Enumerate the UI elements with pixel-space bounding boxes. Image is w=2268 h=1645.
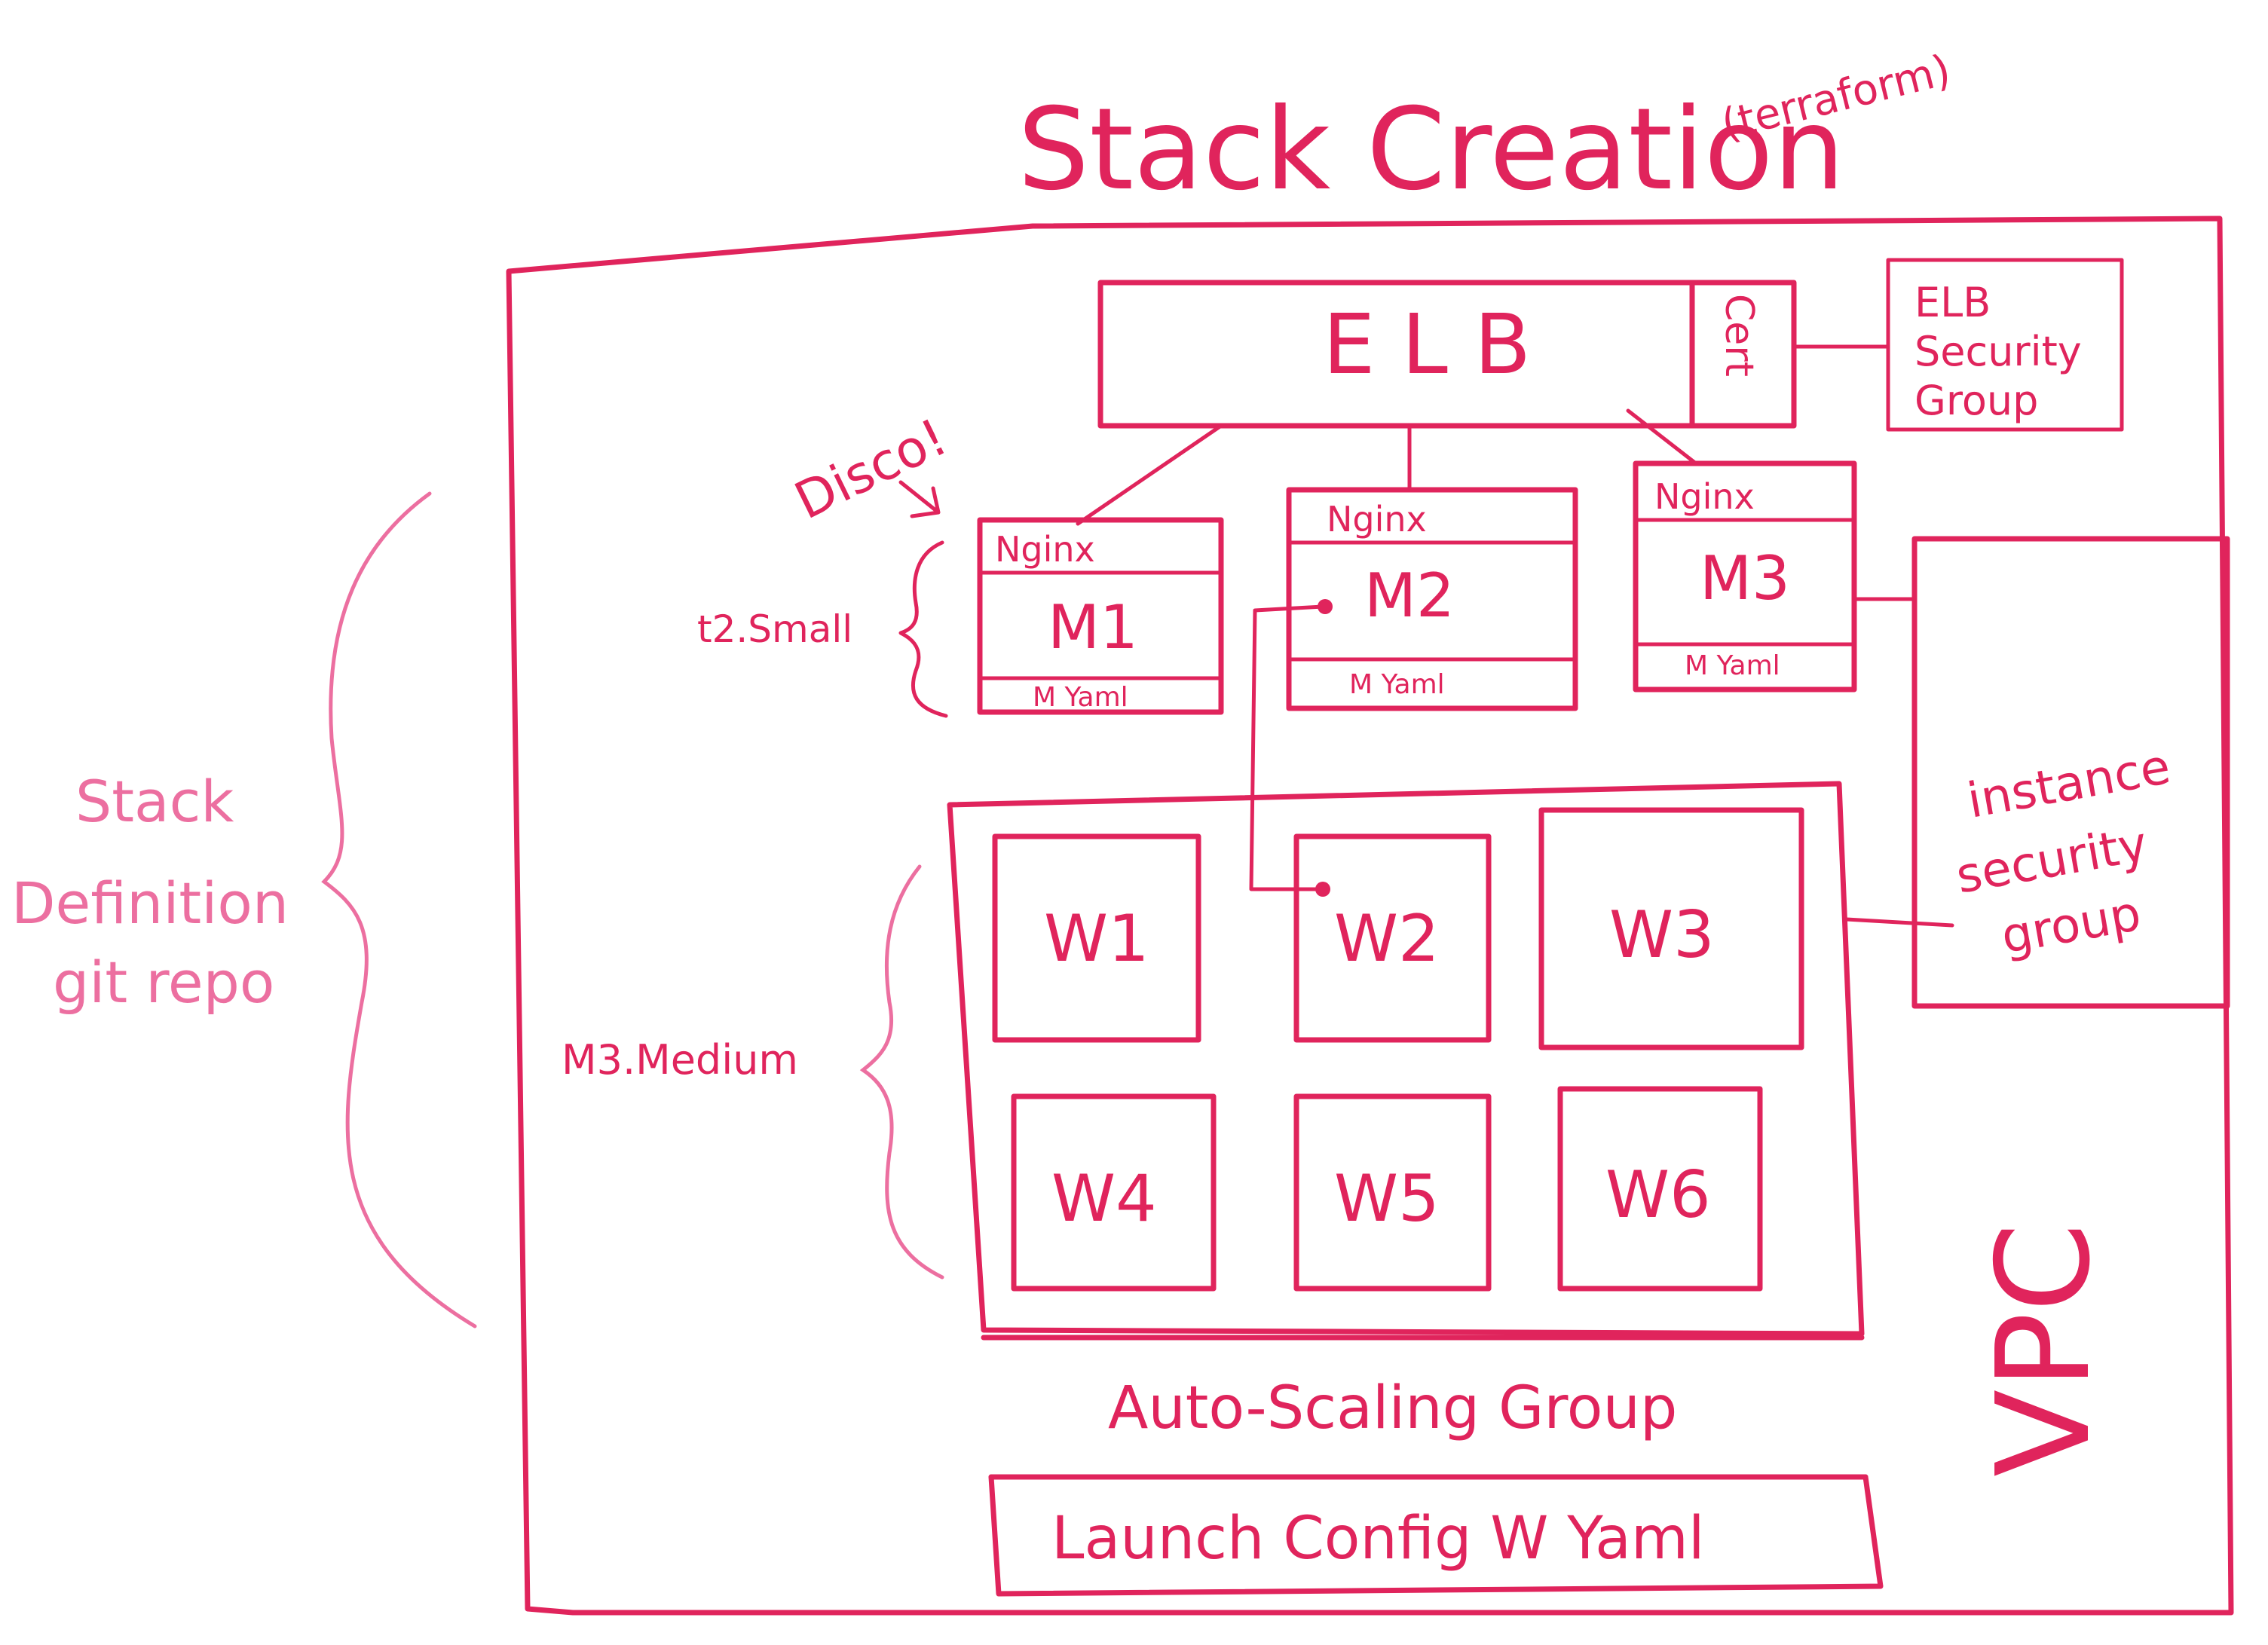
- m3-medium-label: M3.Medium: [562, 1036, 798, 1084]
- m2-to-w2-connector: [1249, 604, 1325, 891]
- workers-to-instance-sg-line: [1844, 917, 1954, 928]
- disco-arrow: [898, 480, 941, 518]
- elb-to-m3-line: [1626, 408, 1698, 466]
- m2-connector-dot: [1318, 599, 1333, 614]
- asg-label: Auto-Scaling Group: [1108, 1374, 1677, 1442]
- worker-w4-box: [1011, 1093, 1217, 1292]
- elb-sg-line-3: Group: [1914, 377, 2038, 424]
- worker-w1-label: W1: [1044, 901, 1149, 977]
- elb-to-m1-line: [1076, 423, 1223, 526]
- m1-box: [977, 517, 1224, 715]
- m2-box: [1286, 487, 1578, 711]
- worker-w6-label: W6: [1605, 1157, 1711, 1233]
- m1-nginx-label: Nginx: [995, 529, 1095, 570]
- cert-label: Cert: [1716, 294, 1761, 377]
- diagram-title: Stack Creation: [1018, 84, 1845, 216]
- m2-nginx-label: Nginx: [1327, 499, 1427, 540]
- m1-label: M1: [1048, 592, 1138, 662]
- launch-config-box: [988, 1474, 1884, 1597]
- worker-w5-box: [1293, 1093, 1492, 1292]
- vpc-label: VPC: [1970, 1222, 2119, 1477]
- vpc-boundary: [506, 216, 2234, 1616]
- stack-definition-line-3: git repo: [53, 949, 274, 1016]
- worker-w3-label: W3: [1609, 897, 1715, 973]
- left-brace: [321, 491, 477, 1329]
- worker-w4-label: W4: [1051, 1161, 1157, 1237]
- m3-label: M3: [1700, 543, 1790, 613]
- launch-config-label: Launch Config W Yaml: [1051, 1505, 1705, 1573]
- t2-brace: [898, 540, 948, 718]
- m1-yaml-label: M Yaml: [1033, 682, 1128, 713]
- master-m2: Nginx M2 M Yaml: [1286, 487, 1578, 711]
- worker-w6-box: [1557, 1086, 1763, 1292]
- m3-nginx-label: Nginx: [1654, 476, 1755, 517]
- m2-yaml-label: M Yaml: [1349, 669, 1445, 700]
- worker-w2-label: W2: [1334, 901, 1440, 977]
- instance-security-group-box: [1911, 536, 2230, 1009]
- instance-sg-line-3: group: [1997, 886, 2145, 965]
- worker-w1-box: [992, 833, 1201, 1043]
- worker-group-box: [947, 781, 1865, 1337]
- stack-definition-line-1: Stack: [75, 768, 234, 835]
- t2-small-label: t2.Small: [697, 607, 852, 651]
- instance-sg-line-1: instance: [1963, 739, 2175, 830]
- m3-medium-brace: [859, 864, 944, 1280]
- elb-sg-line-1: ELB: [1914, 279, 1991, 326]
- worker-w5-label: W5: [1334, 1161, 1440, 1237]
- stack-definition-line-2: Definition: [11, 870, 289, 937]
- master-m3: Nginx M3 M Yaml: [1633, 460, 1857, 693]
- master-m1: Nginx M1 M Yaml: [977, 517, 1224, 715]
- elb-label: E L B: [1323, 296, 1531, 393]
- elb-sg-line-2: Security: [1914, 328, 2082, 375]
- worker-w3-box: [1538, 807, 1804, 1050]
- m2-label: M2: [1364, 561, 1455, 631]
- worker-w2-box: [1293, 833, 1492, 1043]
- m3-box: [1633, 460, 1857, 693]
- w2-connector-dot: [1315, 882, 1330, 897]
- m3-yaml-label: M Yaml: [1685, 650, 1780, 681]
- elb-box: [1097, 280, 1797, 429]
